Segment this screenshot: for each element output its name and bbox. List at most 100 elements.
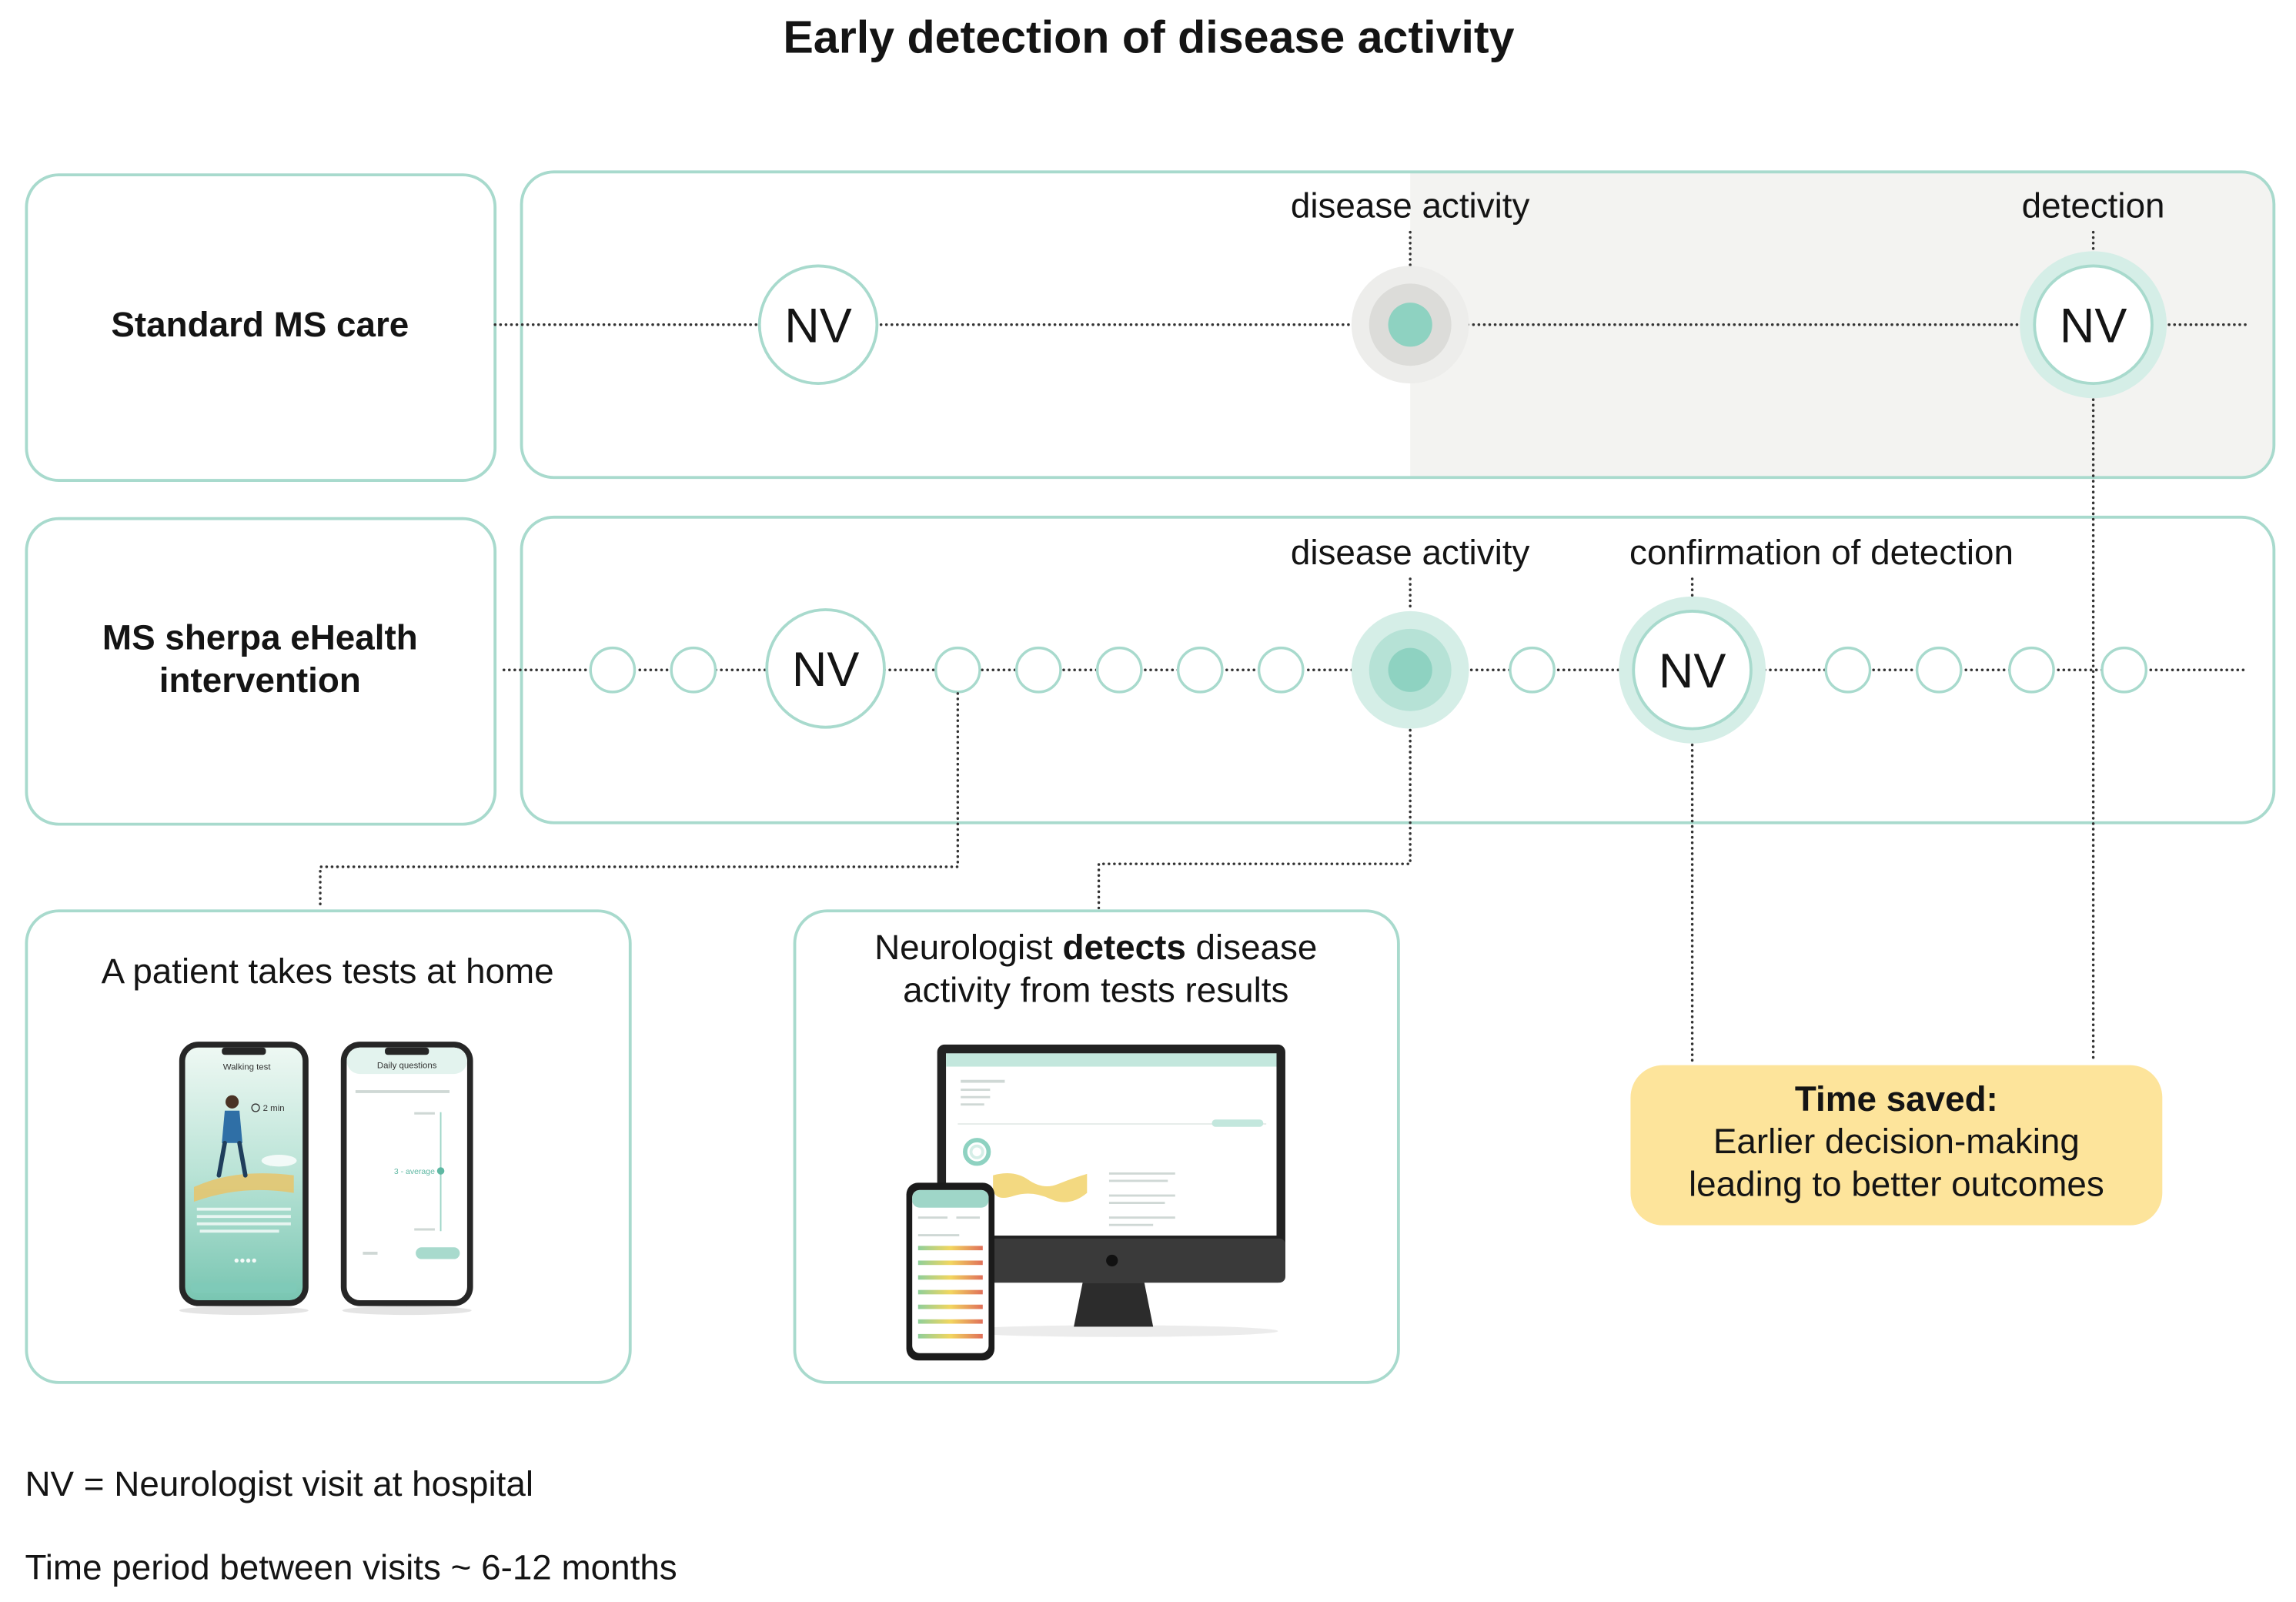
text-line (196, 1222, 291, 1226)
pager-dots (234, 1258, 256, 1263)
slider-tick-label (414, 1112, 435, 1115)
marker-dot (1388, 303, 1432, 347)
text-line (1108, 1223, 1154, 1226)
nv-circle (2033, 264, 2154, 386)
text-line (961, 1089, 991, 1092)
row-label-box (25, 517, 497, 826)
phone-notch (222, 1047, 266, 1055)
text-line (1108, 1216, 1175, 1219)
detection-visit-marker: NV (2020, 251, 2167, 399)
caption-emphasis: detects (1062, 928, 1185, 967)
desktop-monitor (937, 1044, 1285, 1337)
nv-label: NV (2060, 299, 2127, 353)
remote-test-marker (2008, 646, 2055, 694)
slider-handle (436, 1167, 445, 1175)
result-bar (917, 1246, 983, 1251)
text-line (917, 1216, 947, 1219)
time-saved-line1: Earlier decision-making (1713, 1122, 2080, 1161)
result-bar (917, 1260, 983, 1266)
row-label: Standard MS care (111, 305, 409, 344)
marker-dot (1388, 647, 1432, 692)
row-label-line2: intervention (159, 661, 361, 700)
dashboard-pill (1211, 1119, 1264, 1127)
remote-test-marker (589, 646, 637, 694)
phone-walking-test: Walking test 2 min (179, 1042, 309, 1316)
screen-header (346, 1047, 467, 1075)
trend-band (993, 1173, 1088, 1202)
result-bar (917, 1333, 983, 1339)
row-label-box (25, 173, 497, 482)
nv-label: NV (792, 643, 859, 697)
remote-test-marker (1915, 646, 1963, 694)
monitor-stand (1074, 1283, 1154, 1327)
remote-test-marker (1509, 646, 1556, 694)
remote-test-markers (589, 646, 2148, 694)
score-donut-inner (969, 1144, 984, 1159)
panel-patient-home: A patient takes tests at home Walking te… (25, 909, 632, 1384)
caption-part: disease (1186, 928, 1318, 967)
remote-test-marker (2100, 646, 2148, 694)
time-saved-callout: Time saved: Earlier decision-making lead… (1630, 1065, 2163, 1226)
confirmation-visit-marker: NV (1619, 596, 1766, 744)
cloud-icon (261, 1155, 297, 1167)
walking-person-icon (216, 1095, 248, 1178)
phone-results (906, 1182, 995, 1361)
panel-caption: A patient takes tests at home (102, 952, 554, 991)
phone-shadow (342, 1306, 472, 1316)
nv-label: NV (784, 299, 851, 353)
time-saved-heading: Time saved: (1795, 1079, 1998, 1119)
monitor-logo (1106, 1254, 1118, 1267)
slider-value: 3 - average (394, 1168, 435, 1176)
connector-neurologist (1097, 728, 1412, 910)
panel-box (25, 909, 632, 1384)
screen-title: Walking test (223, 1062, 272, 1072)
text-line (961, 1095, 991, 1099)
result-bar (917, 1319, 983, 1324)
panel-neurologist: Neurologist detects disease activity fro… (793, 909, 1400, 1384)
phone-daily-questions: Daily questions 3 - average (340, 1042, 473, 1316)
timer-label: 2 min (263, 1104, 285, 1113)
time-saved-box (1630, 1065, 2163, 1226)
text-line (1108, 1194, 1175, 1197)
text-line (1108, 1179, 1168, 1182)
time-saved-line2: leading to better outcomes (1689, 1164, 2104, 1203)
phone-screen (346, 1047, 467, 1300)
clock-icon (251, 1103, 260, 1112)
text-line (917, 1234, 960, 1236)
phone-screen (912, 1189, 989, 1353)
remote-test-marker (934, 646, 981, 694)
disease-activity-marker (1351, 266, 1469, 384)
row-standard-care: Standard MS care NV disease activity det… (25, 170, 2276, 482)
nv-circle (765, 608, 886, 729)
screen-title: Daily questions (377, 1061, 437, 1070)
nv-circle (1632, 610, 1753, 731)
result-bar (917, 1289, 983, 1295)
text-line (196, 1215, 291, 1219)
remote-test-marker (1257, 646, 1305, 694)
detection-label: detection (2022, 186, 2165, 225)
next-button (416, 1247, 460, 1259)
screen-header (912, 1189, 989, 1208)
walking-path (193, 1173, 294, 1202)
panel-caption-line1: Neurologist detects disease (874, 928, 1317, 967)
start-button (191, 1283, 297, 1293)
diagram-title: Early detection of disease activity (783, 12, 1514, 63)
score-donut (963, 1138, 991, 1166)
text-line (1108, 1202, 1165, 1204)
remote-test-marker (1176, 646, 1224, 694)
neurologist-visit-marker: NV (765, 608, 886, 729)
disease-activity-marker (1351, 610, 1469, 729)
remote-test-marker (1014, 646, 1062, 694)
text-line (196, 1207, 291, 1211)
slider-tick-label (414, 1228, 435, 1231)
text-line (961, 1103, 984, 1106)
row-label-line1: MS sherpa eHealth (102, 618, 418, 657)
disease-activity-label: disease activity (1291, 533, 1530, 572)
phone-notch (385, 1047, 429, 1055)
disease-activity-label: disease activity (1291, 186, 1530, 225)
back-link (363, 1252, 378, 1255)
monitor-screen (946, 1053, 1277, 1236)
remote-test-marker (1095, 646, 1143, 694)
text-line (956, 1216, 980, 1219)
